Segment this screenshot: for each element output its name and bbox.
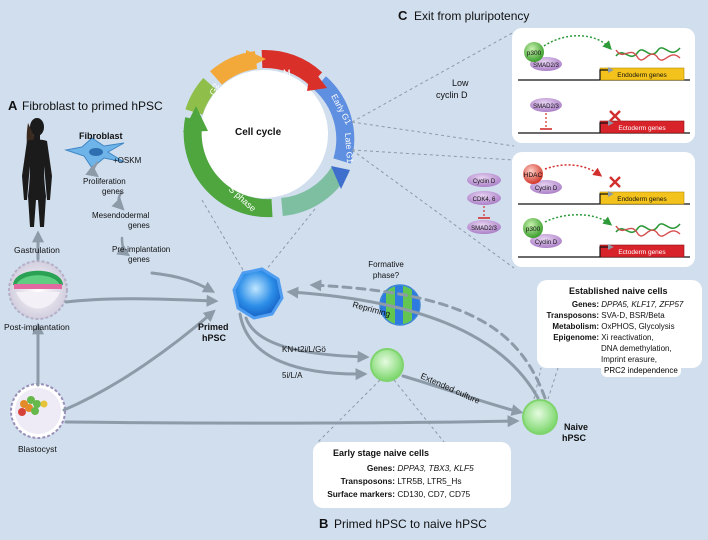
cyclin-cdk-stack: [467, 173, 501, 234]
p300-label-1: p300: [527, 50, 542, 57]
c1-row1: [518, 35, 690, 81]
phase-arc-s: [183, 117, 273, 218]
blastocyst-label: Blastocyst: [18, 444, 57, 454]
gastrulation-label: Gastrulation: [14, 245, 60, 255]
est-metabolism-row: Metabolism: OxPHOS, Glycolysis: [539, 322, 675, 331]
endoderm-label-1: Endoderm genes: [617, 72, 667, 79]
low-cyclin-line1: Low: [452, 78, 469, 88]
fibroblast-cell-icon: [64, 137, 125, 169]
hdac-label: HDAC: [524, 172, 543, 179]
est-genes-value: DPPA5, KLF17, ZFP57: [601, 300, 684, 309]
dashed-callout-lines: [317, 367, 559, 443]
early-surface-row: Surface markers: CD130, CD7, CD75: [313, 489, 503, 499]
panel-a-arrows: [32, 161, 520, 428]
kn-label: KN+t2i/L/Gö: [282, 345, 326, 354]
early-transposons-row: Transposons: LTR5B, LTR5_Hs: [313, 476, 503, 486]
naive-label-2: hPSC: [562, 433, 587, 443]
est-epigenome-key: Epigenome:: [553, 333, 599, 342]
est-transposons-key: Transposons:: [546, 311, 599, 320]
primed-label-2: hPSC: [202, 333, 227, 343]
est-genes-key: Genes:: [571, 300, 599, 309]
cell-cycle-ring: [183, 49, 355, 218]
early-surface-value: CD130, CD7, CD75: [397, 489, 471, 499]
post-implantation-embryo-icon: [8, 260, 68, 320]
panel-a-letter: A: [8, 98, 18, 113]
primed-hpsc-cell: [232, 267, 284, 320]
est-epigenome-value-2: DNA demethylation,: [601, 344, 672, 353]
five-i-label: 5i/L/A: [282, 371, 303, 380]
step-3b-label: genes: [128, 255, 150, 264]
smad-label-3: SMAD2/3: [471, 226, 497, 232]
endoderm-label-2: Endoderm genes: [617, 196, 667, 203]
cdk-label: CDK4, 6: [473, 197, 496, 203]
naive-hpsc-cell: [522, 399, 558, 435]
cell-cycle-title: Cell cycle: [235, 127, 282, 138]
phase-g2-label: G2: [208, 82, 222, 97]
phase-arc-late: [280, 166, 347, 216]
established-naive-box: Established naive cells Genes: DPPA5, KL…: [537, 280, 702, 368]
early-naive-cell: [370, 348, 404, 382]
panel-c-title: Exit from pluripotency: [414, 9, 529, 23]
low-cyclin-line2: cyclin D: [436, 90, 468, 100]
extended-culture-label: Extended culture: [419, 371, 482, 406]
early-genes-row: Genes: DPPA3, TBX3, KLF5: [313, 463, 503, 473]
smad-label-1: SMAD2/3: [533, 63, 559, 69]
ectoderm-label-1: Ectoderm genes: [618, 125, 666, 132]
est-epigenome-value-4: PRC2 independence: [601, 366, 681, 377]
oskm-label: +OSKM: [113, 156, 142, 165]
primed-label-1: Primed: [198, 322, 229, 332]
panel-c-box-1: [512, 28, 695, 143]
connector-dashed-lines: [201, 31, 515, 276]
est-epigenome-value-3: Imprint erasure,: [601, 355, 658, 364]
formative-label-1: Formative: [368, 260, 404, 269]
c1-row2: [518, 98, 690, 134]
established-box-title: Established naive cells: [569, 286, 668, 296]
cyclin-d-label-3: Cyclin D: [473, 179, 496, 185]
early-box-title: Early stage naive cells: [333, 448, 430, 458]
step-1b-label: genes: [102, 187, 124, 196]
est-epigenome-row: Epigenome: Xi reactivation,: [539, 333, 654, 342]
post-implantation-label: Post-implantation: [4, 322, 70, 332]
est-metabolism-value: OxPHOS, Glycolysis: [601, 322, 675, 331]
formative-label-2: phase?: [373, 271, 400, 280]
early-naive-box: Early stage naive cells Genes: DPPA3, TB…: [313, 442, 511, 508]
cyclin-d-label-2: Cyclin D: [535, 240, 558, 246]
cyclin-d-label-1: Cyclin D: [535, 186, 558, 192]
panel-c-letter: C: [398, 8, 408, 23]
step-1-label: Proliferation: [83, 177, 126, 186]
blastocyst-icon: [10, 383, 66, 439]
est-transposons-value: SVA-D, BSR/Beta: [601, 311, 665, 320]
human-silhouette-icon: [22, 118, 52, 227]
phase-late-g1-label: Late G1: [343, 132, 355, 163]
est-transposons-row: Transposons: SVA-D, BSR/Beta: [539, 311, 665, 320]
step-3-label: Pre-implantation: [112, 245, 170, 254]
p300-label-2: p300: [526, 226, 541, 233]
step-2b-label: genes: [128, 221, 150, 230]
est-epigenome-value-1: Xi reactivation,: [601, 333, 654, 342]
fibroblast-label: Fibroblast: [79, 131, 123, 141]
early-transposons-key: Transposons:: [340, 476, 395, 486]
c2-row1: [518, 164, 690, 205]
c2-row2: [518, 214, 690, 258]
phase-arc-g1: [313, 76, 355, 164]
ectoderm-label-2: Ectoderm genes: [618, 249, 666, 256]
panel-b-title: Primed hPSC to naive hPSC: [334, 517, 487, 531]
early-genes-key: Genes:: [366, 463, 395, 473]
naive-label-1: Naive: [564, 422, 588, 432]
est-metabolism-key: Metabolism:: [552, 322, 599, 331]
smad-label-2: SMAD2/3: [533, 104, 559, 110]
est-genes-row: Genes: DPPA5, KLF17, ZFP57: [539, 300, 683, 309]
panel-b-letter: B: [319, 516, 328, 531]
panel-a-title: Fibroblast to primed hPSC: [22, 99, 163, 113]
early-transposons-value: LTR5B, LTR5_Hs: [397, 476, 462, 486]
early-surface-key: Surface markers:: [327, 489, 395, 499]
early-genes-value: DPPA3, TBX3, KLF5: [397, 463, 474, 473]
panel-b-arrows: [238, 279, 547, 416]
phase-m-label: M: [283, 68, 291, 78]
step-2-label: Mesendodermal: [92, 211, 150, 220]
